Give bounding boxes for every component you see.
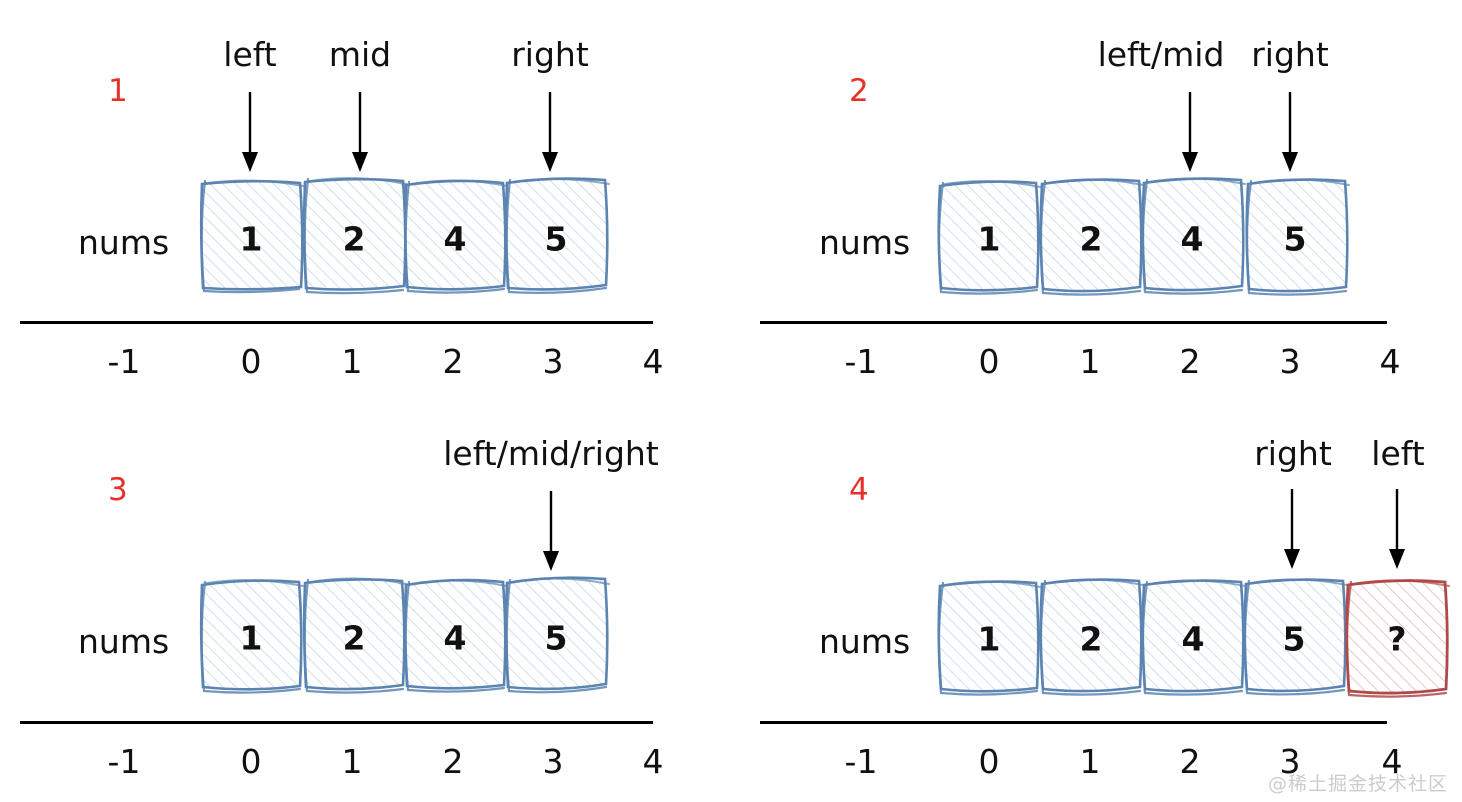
array-cell-box [937,580,1041,696]
panel-step-1: 1 nums left mid right [0,0,731,401]
pointer-label-left: left [223,35,277,74]
array-cell-box [1141,579,1246,696]
number-axis-line [20,321,653,324]
nums-label: nums [819,622,911,661]
axis-tick-label: 2 [442,342,464,381]
axis-tick-label: -1 [844,342,878,381]
axis-tick-label: -1 [107,742,141,781]
array-cell-box [302,177,407,295]
pointer-arrowhead-left-mid [1182,152,1198,172]
array-cell-box [1245,178,1350,296]
axis-tick-label: 3 [542,742,564,781]
pointer-arrowhead-left [1389,549,1405,569]
array-cell-box [403,179,508,294]
panel-index-label: 4 [849,472,869,508]
nums-label: nums [819,223,911,262]
axis-tick-label: 2 [1179,342,1201,381]
panel-step-2: 2 nums left/mid right [731,0,1462,401]
panel-step-3: 3 nums left/mid/right [0,401,731,802]
pointer-arrowhead-right [542,152,558,172]
pointer-label-left: left [1371,434,1425,473]
axis-tick-label: 0 [978,342,1000,381]
axis-tick-label: 3 [1279,742,1301,781]
nums-label: nums [78,223,170,262]
axis-tick-label: 0 [978,742,1000,781]
array-cell-box-unknown [1345,579,1450,698]
cell-value: 5 [1283,219,1307,259]
array-cell-box [403,578,508,693]
pointer-label-left-mid-right: left/mid/right [443,434,659,473]
array-cell-box [1039,178,1144,296]
pointer-label-right: right [511,35,589,74]
axis-tick-label: 1 [1079,342,1101,381]
cell-value: 2 [1079,219,1103,259]
cell-value: 5 [544,219,568,259]
array-cell-box [504,177,610,294]
pointer-arrowhead-right [1284,549,1300,569]
axis-tick-label: 0 [240,342,262,381]
axis-tick-label: 1 [341,742,363,781]
panel-index-label: 2 [849,73,869,109]
pointer-arrowhead-left [242,152,258,172]
axis-tick-label: 3 [1279,342,1301,381]
axis-tick-label: 2 [442,742,464,781]
panel-2-graphics [937,92,1350,296]
axis-tick-label: 4 [642,742,664,781]
panel-4-graphics [937,489,1450,698]
cell-value: 4 [1180,219,1204,259]
cell-value: 5 [544,618,568,658]
panel-1-graphics [199,92,610,295]
cell-value: 2 [342,618,366,658]
nums-label: nums [78,622,170,661]
axis-tick-label: 4 [642,342,664,381]
axis-tick-label: -1 [844,742,878,781]
cell-value: 1 [977,619,1001,659]
array-cell-box [199,579,304,694]
number-axis-line [760,721,1387,724]
axis-tick-label: 1 [341,342,363,381]
pointer-label-mid: mid [328,35,392,74]
watermark-label: @稀土掘金技术社区 [1267,773,1448,795]
axis-tick-label: 3 [542,342,564,381]
cell-value: 1 [977,219,1001,259]
array-cell-box [302,577,407,694]
panel-index-label: 3 [108,472,128,508]
cell-value: 2 [342,219,366,259]
array-cell-box [199,179,304,294]
pointer-label-left-mid: left/mid [1097,35,1225,74]
cell-value: 5 [1282,619,1306,659]
array-cell-box [1141,177,1246,295]
pointer-arrowhead-left-mid-right [543,551,559,571]
cell-value-unknown: ? [1387,619,1407,659]
array-cell-box [1039,578,1144,696]
cell-value: 4 [443,618,467,658]
axis-tick-label: 4 [1381,742,1403,781]
panel-3-graphics [199,491,610,694]
axis-tick-label: 0 [240,742,262,781]
number-axis-line [760,321,1387,324]
number-axis-line [20,721,653,724]
cell-value: 2 [1079,619,1103,659]
array-cell-box [504,576,610,694]
axis-tick-label: 2 [1179,742,1201,781]
cell-value: 1 [239,618,263,658]
panel-step-4: 4 nums right left [731,401,1462,802]
axis-tick-label: 4 [1379,342,1401,381]
axis-tick-label: 1 [1079,742,1101,781]
array-cell-box [1243,578,1348,696]
cell-value: 1 [239,219,263,259]
array-cell-box [937,180,1041,295]
pointer-label-right: right [1251,35,1329,74]
axis-tick-label: -1 [107,342,141,381]
panel-index-label: 1 [108,73,128,109]
pointer-arrowhead-right [1282,152,1298,172]
cell-value: 4 [443,219,467,259]
cell-value: 4 [1181,619,1205,659]
pointer-arrowhead-mid [352,152,368,172]
pointer-label-right: right [1254,434,1332,473]
